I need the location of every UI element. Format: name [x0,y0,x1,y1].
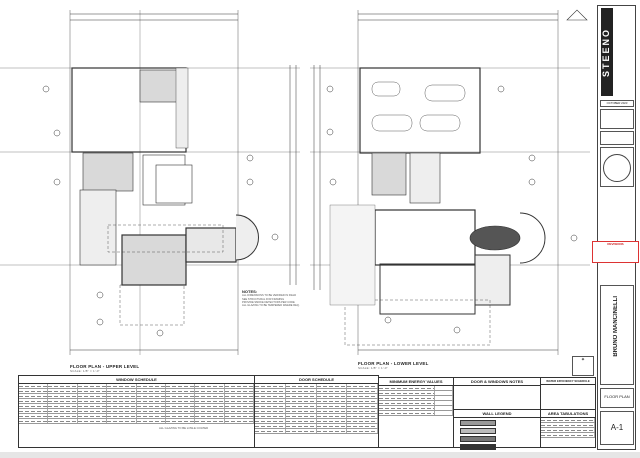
water-efficiency-schedule: WATER EFFICIENCY SCHEDULE [540,377,596,410]
door-schedule-title: DOOR SCHEDULE [255,376,378,384]
lower-level-plan [310,9,590,355]
client-box: BRUNO MANCINELLI [600,285,634,385]
wall-type-swatch [460,436,496,442]
room-living [379,263,476,315]
room-great-room [374,209,476,266]
lower-plan-title-text: FLOOR PLAN - LOWER LEVEL [358,361,429,366]
info-box [600,131,634,145]
room-kitchen [474,254,511,306]
revisions-stamp: REVISIONS [592,241,639,263]
room-balcony [185,227,237,263]
lower-plan-scale: SCALE: 1/8" = 1'-0" [358,366,388,370]
upper-plan-title: FLOOR PLAN - UPPER LEVEL SCALE: 1/8" = 1… [70,364,139,373]
wall-type-swatch [460,428,496,434]
garage [359,67,481,154]
curved-terrace [235,214,259,261]
sheet-number: A-1 [600,411,634,445]
door-windows-notes-title: DOOR & WINDOWS NOTES [454,378,540,386]
energy-values-title: MINIMUM ENERGY VALUES [379,378,453,386]
general-notes: NOTES: ALL DIMENSIONS TO BE VERIFIED IN … [242,289,306,308]
upper-level-plan [0,10,300,355]
sheet-title: FLOOR PLAN [600,388,634,408]
minimum-energy-values: MINIMUM ENERGY VALUES [378,377,454,448]
room-bedroom [371,152,407,196]
room-bedroom [82,152,134,192]
revisions-label: REVISIONS [607,242,624,246]
lower-plan-title: FLOOR PLAN - LOWER LEVEL SCALE: 1/8" = 1… [358,361,429,370]
wall-legend: WALL LEGEND [453,409,541,450]
stamp-box [600,109,634,129]
window-schedule: WINDOW SCHEDULE ALL GLAZING TO BE LOW-E … [18,375,255,448]
car-icon [424,84,466,102]
viewer-bottom-bar [0,452,640,458]
door-windows-notes: DOOR & WINDOWS NOTES [453,377,541,410]
seal-icon [603,154,631,182]
area-tabulations-title: AREA TABULATIONS [541,410,595,418]
note-line: SEE STRUCTURAL FOR FRAMING [242,297,285,301]
wall-legend-title: WALL LEGEND [454,410,540,418]
area-tabulations: AREA TABULATIONS [540,409,596,448]
water-efficiency-title: WATER EFFICIENCY SCHEDULE [541,378,595,385]
firm-logo: STEENO [601,8,613,96]
notes-heading: NOTES: [242,289,258,294]
client-name: BRUNO MANCINELLI [613,296,619,357]
car-icon [419,114,461,132]
room-bath [79,189,117,266]
wall-type-swatch [460,420,496,426]
room-bedroom [139,69,181,103]
upper-plan-title-text: FLOOR PLAN - UPPER LEVEL [70,364,140,369]
note-line: ALL DIMENSIONS TO BE VERIFIED IN FIELD [242,294,297,298]
door-schedule: DOOR SCHEDULE [254,375,379,448]
date-box: OCTOBER 2023 [600,100,634,107]
window-schedule-title: WINDOW SCHEDULE [19,376,254,384]
wall-type-swatch [460,444,496,450]
room-master-suite [121,234,187,286]
pool [469,225,521,251]
title-block [597,5,636,450]
note-line: PROVIDE SMOKE DETECTORS PER CODE [242,300,295,304]
compass-logo-icon: ◈ [572,356,594,376]
window-schedule-note: ALL GLAZING TO BE LOW-E COATED [159,426,209,430]
architect-seal [600,147,634,187]
car-icon [371,81,401,97]
north-arrow-icon [566,9,588,21]
note-line: ALL GLAZING TO BE TEMPERED WHERE REQ. [242,304,300,308]
car-icon [371,114,413,132]
upper-plan-scale: SCALE: 1/8" = 1'-0" [70,369,100,373]
